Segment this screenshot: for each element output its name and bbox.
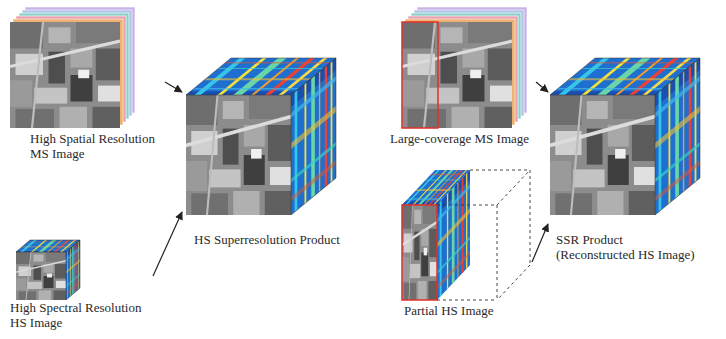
cube-side-face <box>655 58 700 215</box>
aerial-image <box>186 95 291 215</box>
image-caption: HS Superresolution Product <box>182 232 352 247</box>
aerial-texture <box>10 22 120 128</box>
cube-edge <box>66 240 80 300</box>
dashed-edge <box>497 205 498 300</box>
aerial-texture <box>186 95 291 215</box>
aerial-texture <box>402 205 437 300</box>
ms-image-stack <box>10 7 135 128</box>
image-caption: Partial HS Image <box>404 303 532 318</box>
flow-arrow <box>536 82 548 92</box>
spectral-texture <box>437 170 470 300</box>
flow-arrow <box>165 82 182 92</box>
image-caption: High Spectral Resolution HS Image <box>10 300 150 330</box>
cube-edge <box>16 240 80 252</box>
cube-edge <box>655 58 700 215</box>
aerial-texture <box>402 22 512 128</box>
partial-hs-cube <box>402 170 530 300</box>
flow-arrow <box>153 212 182 276</box>
dashed-edge <box>530 170 531 265</box>
image-caption: SSR Product (Reconstructed HS Image) <box>556 232 701 262</box>
overlap-region <box>402 22 438 128</box>
spectral-texture <box>655 58 700 215</box>
ms-image-stack <box>402 7 527 128</box>
overlap-region <box>402 205 437 300</box>
image-node: Partial HS Image <box>390 166 532 320</box>
flow-arrow <box>532 224 548 262</box>
aerial-texture <box>550 95 655 215</box>
aerial-image <box>10 22 120 128</box>
dashed-edge <box>437 205 497 206</box>
image-node: High Spatial Resolution MS Image <box>8 4 165 163</box>
dashed-edge <box>497 170 530 205</box>
image-node: Large-coverage MS Image <box>390 4 536 148</box>
image-node: SSR Product (Reconstructed HS Image) <box>548 56 708 264</box>
cube-side-face <box>291 58 336 215</box>
missing-cube-outline <box>437 170 530 300</box>
aerial-image <box>402 205 437 300</box>
cube-edge <box>291 58 336 215</box>
dashed-edge <box>437 300 497 301</box>
hs-cube <box>550 58 700 215</box>
spectral-texture <box>66 240 80 300</box>
aerial-image <box>402 22 512 128</box>
hs-cube <box>16 240 80 300</box>
hs-cube <box>186 58 336 215</box>
image-caption: Large-coverage MS Image <box>390 131 536 146</box>
cube-side-face <box>437 170 470 300</box>
dashed-edge <box>497 265 530 300</box>
aerial-image <box>550 95 655 215</box>
spectral-texture <box>291 58 336 215</box>
image-caption: High Spatial Resolution MS Image <box>30 131 165 161</box>
image-node: High Spectral Resolution HS Image <box>8 236 153 332</box>
cube-side-face <box>66 240 80 300</box>
aerial-image <box>16 252 66 300</box>
image-node: HS Superresolution Product <box>182 56 352 249</box>
aerial-texture <box>16 252 66 300</box>
dashed-edge <box>470 170 530 171</box>
